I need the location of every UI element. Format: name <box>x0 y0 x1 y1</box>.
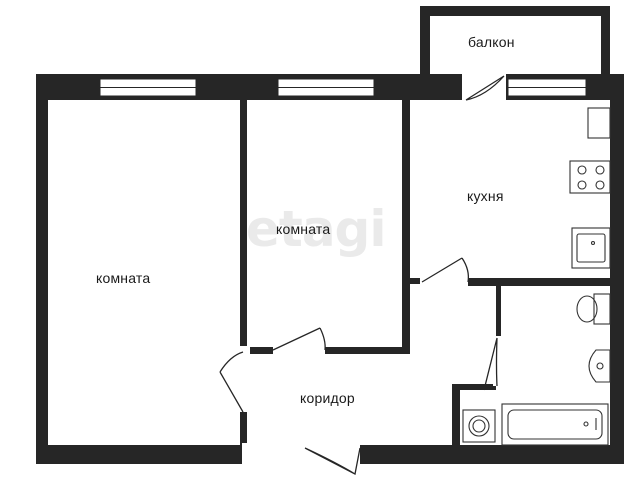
door-room-left <box>219 351 244 413</box>
door-bathroom-opening <box>493 336 504 386</box>
balcony-wall-top <box>420 6 610 16</box>
bathtub-icon <box>501 403 609 446</box>
door-entrance-opening <box>242 443 360 466</box>
door-balcony <box>465 75 505 101</box>
wall-bath-left-upper <box>496 278 501 338</box>
wall-kitchen-bath <box>466 278 614 286</box>
balcony-wall-left <box>420 6 430 76</box>
walls <box>36 6 624 464</box>
stove-icon <box>569 160 611 194</box>
bottom-wall-right <box>360 445 624 464</box>
wall-room-kitchen <box>402 96 410 352</box>
wall-room-corridor-2 <box>325 347 410 354</box>
label-room-left: комната <box>96 270 151 286</box>
kitchen-cabinet <box>587 107 611 139</box>
toilet-icon <box>576 293 611 325</box>
label-balcony: балкон <box>468 34 515 50</box>
wall-between-rooms-upper <box>240 96 247 346</box>
door-entrance <box>304 447 361 475</box>
wall-between-rooms-lower <box>240 412 247 448</box>
door-balcony-opening <box>462 74 506 100</box>
door-kitchen-opening <box>420 274 468 288</box>
washbasin-icon <box>588 349 611 383</box>
door-bathroom <box>483 337 498 391</box>
door-room-middle <box>272 327 326 351</box>
label-kitchen: кухня <box>467 188 504 204</box>
wall-bath-left-lower <box>452 384 460 448</box>
bottom-wall-left <box>36 445 242 464</box>
kitchen-sink-icon <box>571 227 611 269</box>
watermark: etagi <box>246 200 386 258</box>
door-room-left-opening <box>238 346 250 412</box>
balcony-wall-right <box>601 6 610 76</box>
right-wall <box>610 74 624 464</box>
wall-room-corridor <box>247 347 273 354</box>
label-corridor: коридор <box>300 390 355 406</box>
wall-kitchen-corridor-stub <box>410 278 422 284</box>
windows <box>99 78 587 97</box>
label-room-middle: комната <box>276 221 331 237</box>
door-room-middle-opening <box>273 344 325 357</box>
wall-bath-corridor <box>452 384 496 390</box>
left-wall <box>36 74 48 464</box>
bathroom-fixtures <box>462 293 611 446</box>
door-kitchen <box>421 257 470 283</box>
washing-machine-icon <box>462 409 496 443</box>
kitchen-fixtures <box>569 107 611 269</box>
doors <box>219 74 506 475</box>
